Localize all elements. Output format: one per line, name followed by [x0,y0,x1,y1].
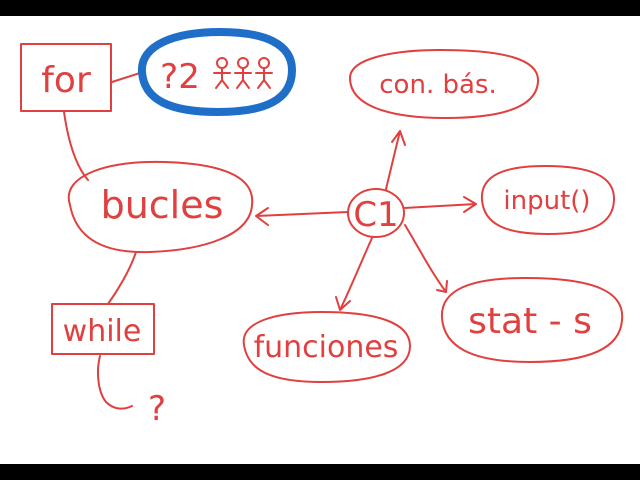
for-label: for [41,60,91,101]
basics-node-outline [349,49,540,119]
while-label: while [63,314,142,349]
input-label: input() [503,186,590,216]
whiteboard [0,16,640,464]
three-people-icon [213,57,273,89]
connector-for-to-loops [63,111,89,181]
connector-loops-to-while [107,251,137,305]
stats-label: stat - s [468,301,592,342]
functions-label: funciones [254,330,399,365]
arrow-to-stats [404,224,448,293]
loops-label: bucles [101,183,224,227]
center-label: C1 [353,195,398,235]
arrow-to-loops [255,207,349,226]
functions-node-outline [242,311,411,383]
loops-node-outline [67,160,254,254]
input-node-outline [480,165,616,235]
while-question-label: ? [148,389,166,429]
arrow-to-input [403,196,477,213]
for-node-outline [20,43,112,112]
highlight-circle [137,27,297,117]
arrow-to-basics [385,130,406,190]
connector-for-to-question [111,72,141,83]
basics-label: con. bás. [379,70,496,100]
arrow-to-functions [335,237,373,311]
while-node-outline [51,303,155,355]
stats-node-outline [440,277,624,363]
for-question-label: ?2 [160,57,200,97]
connector-while-to-question [97,355,133,410]
